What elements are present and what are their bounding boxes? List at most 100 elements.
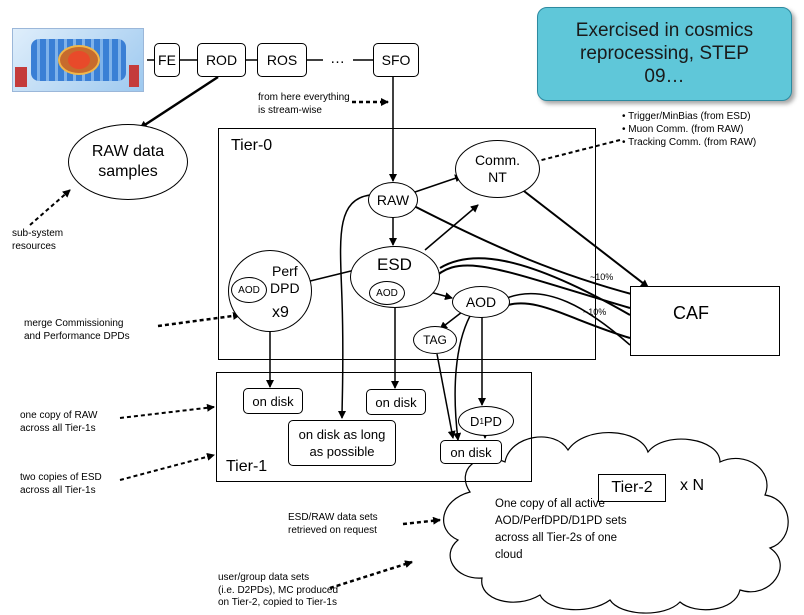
raw-node: RAW [368,182,418,218]
esd-to-caf-curve [431,264,631,309]
note-line: and Performance DPDs [24,330,130,342]
disk-long-line: on disk as long [298,427,386,442]
note-line: across all Tier-1s [20,484,96,496]
perf-aod-label: AOD [238,284,260,296]
fe-box: FE [155,43,179,77]
tag-node-label: TAG [423,333,447,347]
esd-copy-note: two copies of ESD across all Tier-1s [20,472,102,497]
disk3-label: on disk [450,444,492,460]
aod-to-caf-curve-2 [501,292,631,346]
note-line: retrieved on request [288,524,377,536]
esd-to-aod-arrow [429,291,453,301]
raw-copy-note-arrow [119,403,215,419]
sfo-label: SFO [381,52,411,68]
note-line: on Tier-2, copied to Tier-1s [218,597,337,608]
tier1-frame [216,372,532,482]
aod-node-label: AOD [465,294,497,310]
sfo-box: SFO [373,43,419,77]
aod-to-disk-curve [453,315,471,441]
raw-samples-line: RAW data [91,143,165,160]
perf-mult: x9 [272,304,289,321]
disk1-box: on disk [243,388,303,414]
caf-box: CAF [630,286,780,356]
note-line: one copy of RAW [20,410,98,421]
ros-label: ROS [266,52,298,68]
raw-to-caf-curve [413,205,636,296]
note-line: (i.e. D2PDs), MC produced [218,584,339,596]
rod-box: ROD [197,43,246,77]
d1pd-prefix: D [470,413,480,429]
comm-nt-node: Comm. NT [455,140,540,198]
note-line: across all Tier-1s [20,422,96,434]
note-line: from here everything [258,92,350,103]
esd-aod-node: AOD [369,281,405,305]
comm-to-caf-arrow [519,187,649,288]
perf-line1: Perf [272,263,298,279]
perf-line2: DPD [270,280,300,296]
esd-to-comm-arrow [424,204,479,251]
chain-ellipsis: … [330,50,345,67]
raw-to-comm-arrow [414,174,463,193]
merge-note: merge Commissioning and Performance DPDs [24,318,130,343]
rod-label: ROD [205,52,238,68]
cloud-line: One copy of all active [495,498,605,510]
disk1-label: on disk [252,393,294,409]
stream-note: from here everything is stream-wise [258,92,350,117]
retrieved-note-arrow [402,516,441,526]
esd-copy-note-arrow [119,452,215,481]
bullet-item: • Trigger/MinBias (from ESD) [622,111,751,122]
cloud-line: AOD/PerfDPD/D1PD sets [495,515,627,527]
user-note-arrow [329,560,413,590]
esd-node: ESD AOD [350,246,440,308]
comm-line: NT [488,169,507,185]
esd-aod-label: AOD [376,287,398,299]
tier2-title-box: Tier-2 [598,474,666,502]
rod-to-raw-samples-arrow [139,75,219,130]
disk-long-box: on disk as long as possible [288,420,396,466]
tier2-mult: x N [680,477,704,494]
note-line: resources [12,240,56,252]
subsystem-note: sub-system resources [12,228,63,253]
cloud-line: across all Tier-2s of one [495,532,618,544]
cosmics-banner: Exercised in cosmics reprocessing, STEP … [537,7,792,101]
caf-label: CAF [673,303,709,323]
user-note: user/group data sets (i.e. D2PDs), MC pr… [218,572,338,610]
retrieved-note: ESD/RAW data sets retrieved on request [288,512,378,537]
aod-to-caf-curve [504,302,631,339]
fe-label: FE [158,52,176,68]
note-line: user/group data sets [218,572,310,583]
perf-dpd-node: Perf DPD x9 AOD [228,250,312,332]
subsystem-note-arrow [29,189,71,226]
raw-to-disk-long-curve [338,194,371,419]
banner-line: reprocessing, STEP [580,43,749,64]
raw-samples-line: samples [98,163,158,180]
cloud-line: cloud [495,549,523,561]
note-line: is stream-wise [258,104,322,116]
note-line: sub-system [12,228,64,239]
disk2-label: on disk [375,394,417,410]
banner-line: 09… [644,66,685,87]
raw-node-label: RAW [376,192,410,208]
note-line: two copies of ESD [20,472,102,483]
tier0-frame [218,128,596,360]
raw-copy-note: one copy of RAW across all Tier-1s [20,410,97,435]
d1pd-sup: 1 [479,416,484,426]
fe-frame [154,43,180,77]
perf-aod-node: AOD [231,277,267,303]
esd-to-caf-curve-2 [439,257,631,316]
ros-box: ROS [257,43,307,77]
note-line: merge Commissioning [24,318,124,329]
tier2-cloud [443,432,789,614]
tag-node: TAG [413,326,457,354]
tier0-title: Tier-0 [231,137,273,154]
disk-long-line: as possible [309,444,375,459]
bullet-item: • Tracking Comm. (from RAW) [622,137,757,148]
tier2-cloud-text: One copy of all active AOD/PerfDPD/D1PD … [495,496,627,564]
tier2-title: Tier-2 [611,479,653,496]
disk3-box: on disk [440,440,502,464]
bullet-item: • Muon Comm. (from RAW) [622,124,744,135]
tier1-title: Tier-1 [226,458,268,475]
bullets-note: • Trigger/MinBias (from ESD) • Muon Comm… [622,110,756,149]
